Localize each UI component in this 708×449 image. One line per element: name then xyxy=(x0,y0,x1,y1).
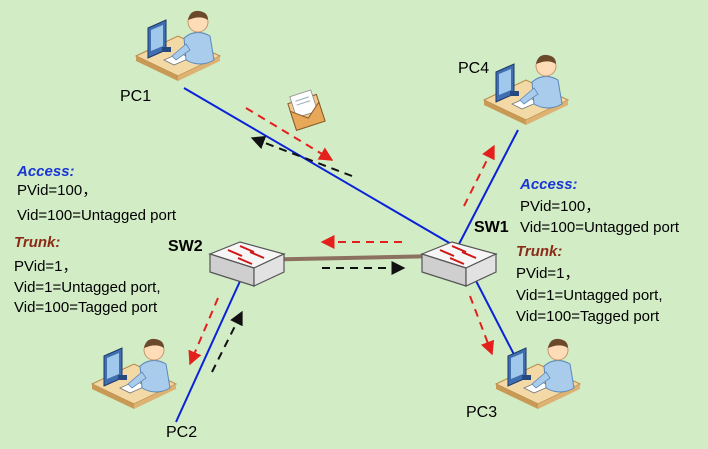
left-trunk-line-3: Vid=100=Tagged port xyxy=(14,299,158,316)
sw2-label: SW2 xyxy=(168,238,203,255)
sw1-switch-icon xyxy=(421,241,497,287)
sw1-label: SW1 xyxy=(474,219,509,236)
link-pc1-sw1 xyxy=(183,87,459,249)
left-trunk-title: Trunk: xyxy=(14,234,61,251)
arrow-pc1-to-sw1 xyxy=(245,107,334,161)
pc3-person-computer-icon xyxy=(495,338,581,410)
right-trunk-title: Trunk: xyxy=(516,243,563,260)
sw2-switch-icon xyxy=(209,241,285,287)
right-access-title: Access: xyxy=(520,176,578,193)
left-trunk-line-2: Vid=1=Untagged port, xyxy=(14,279,161,296)
pc1-label: PC1 xyxy=(120,88,152,105)
arrow-pc2-to-sw2 xyxy=(211,310,243,373)
arrow-sw1-to-pc3 xyxy=(469,295,495,356)
right-trunk-line-2: Vid=1=Untagged port, xyxy=(516,287,663,304)
left-trunk-line-1: PVid=1， xyxy=(14,258,78,275)
arrow-sw2-to-pc2 xyxy=(188,297,219,366)
arrow-sw1-to-pc1 xyxy=(250,135,353,177)
pc4-person-computer-icon xyxy=(483,54,569,126)
right-trunk-line-3: Vid=100=Tagged port xyxy=(516,308,660,325)
left-access-title: Access: xyxy=(17,163,75,180)
right-trunk-line-1: PVid=1， xyxy=(516,265,580,282)
pc2-label: PC2 xyxy=(166,424,198,441)
link-sw1-pc4 xyxy=(457,129,519,247)
pc3-label: PC3 xyxy=(466,404,498,421)
pc1-person-computer-icon xyxy=(135,10,221,82)
right-access-line-1: PVid=100， xyxy=(520,198,601,215)
left-access-line-2: Vid=100=Untagged port xyxy=(17,207,177,224)
right-access-line-2: Vid=100=Untagged port xyxy=(520,219,680,236)
link-sw2-pc2 xyxy=(175,267,247,423)
pc4-label: PC4 xyxy=(458,60,490,77)
left-access-line-1: PVid=100， xyxy=(17,182,98,199)
envelope-icon xyxy=(287,89,326,131)
arrow-sw1-to-pc4 xyxy=(463,144,495,207)
pc2-person-computer-icon xyxy=(91,338,177,410)
